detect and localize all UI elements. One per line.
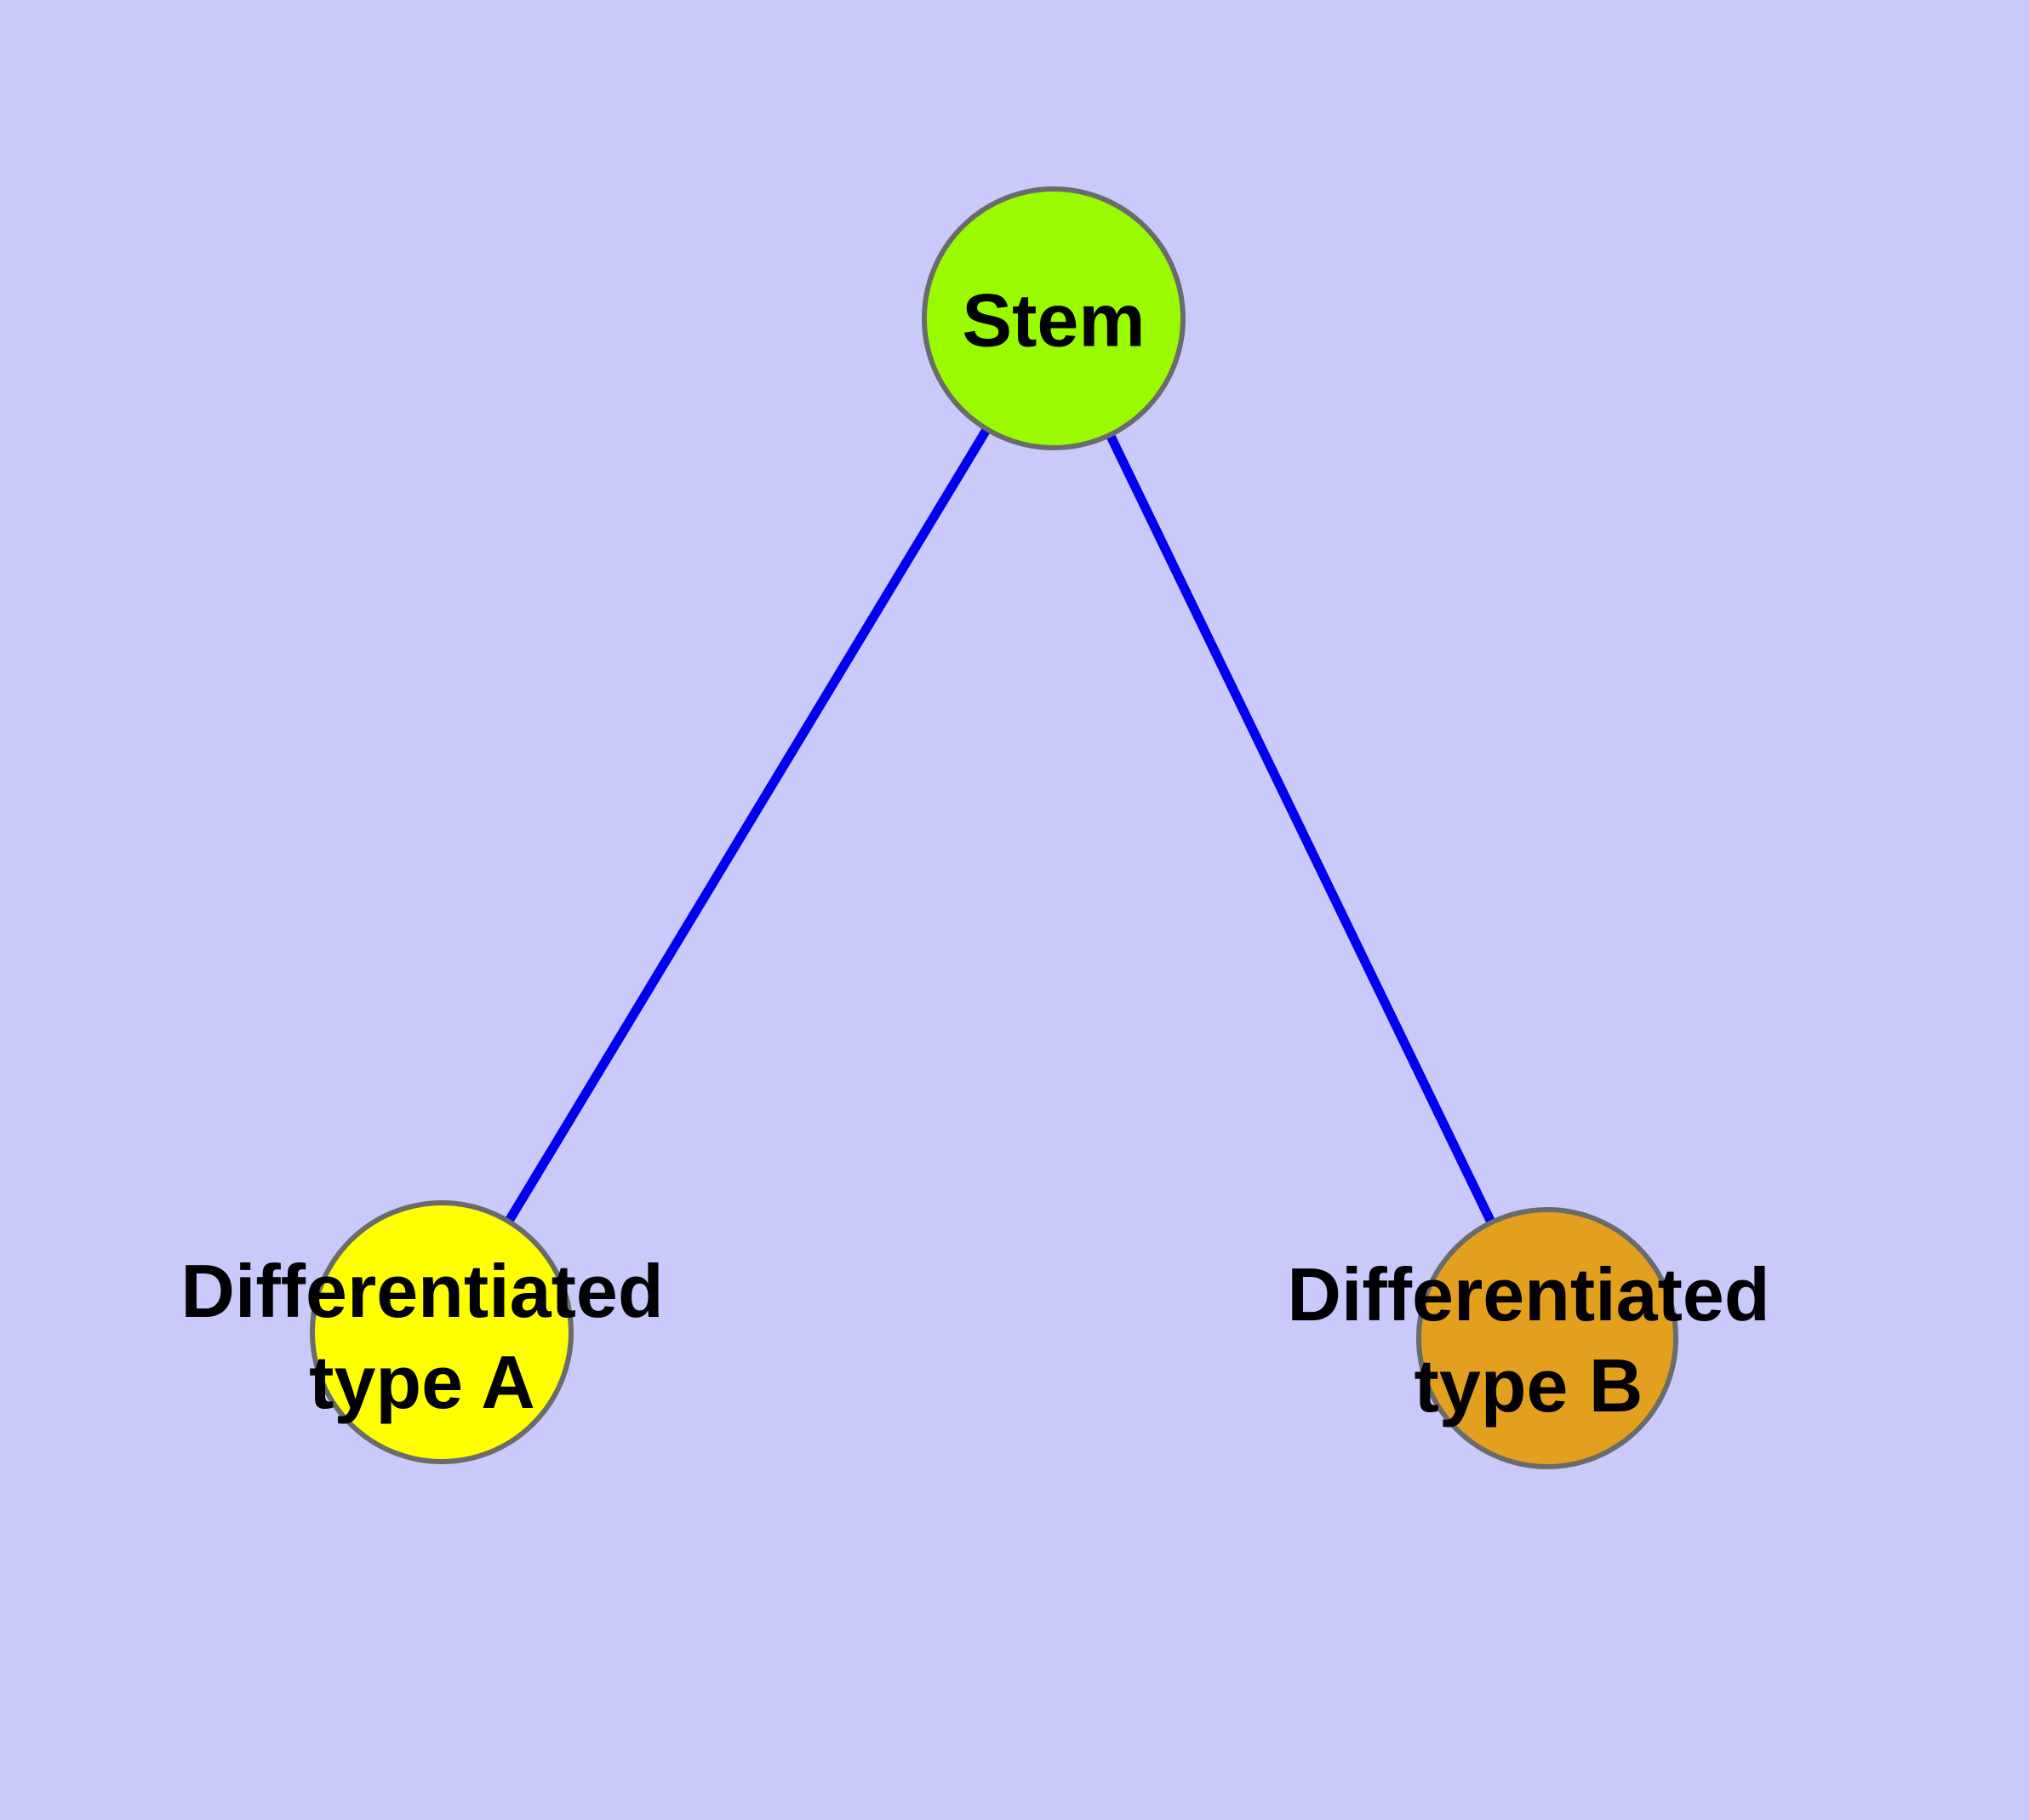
node-label-diff-a-line2: type A [309,1340,535,1424]
node-label-differentiated-type-a: Differentiated type A [180,1245,663,1428]
node-diff-b [1416,1207,1678,1469]
edge-stem-to-diff-b [1049,316,1552,1341]
node-label-diff-b-line1: Differentiated [1287,1252,1770,1336]
node-stem [922,186,1186,450]
node-label-stem-line1: Stem [962,278,1146,363]
node-label-diff-a-line1: Differentiated [180,1249,664,1333]
node-label-stem: Stem [962,275,1145,366]
edge-stem-to-diff-a [437,316,1058,1335]
node-diff-a [310,1200,574,1464]
node-label-differentiated-type-b: Differentiated type B [1287,1249,1769,1431]
node-label-diff-b-line2: type B [1414,1343,1643,1428]
